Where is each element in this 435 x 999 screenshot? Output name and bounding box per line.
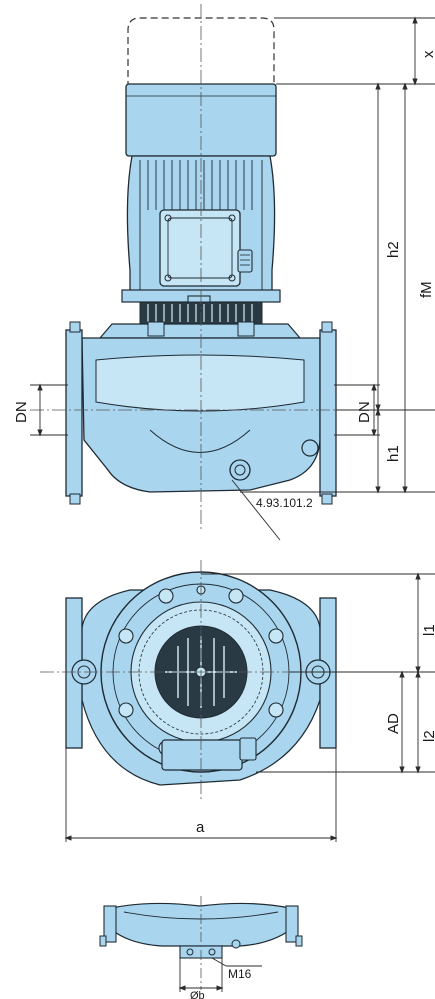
m16-label: M16: [228, 967, 252, 981]
fm-label: fM: [418, 281, 435, 298]
drain-plug: [229, 459, 251, 481]
pump-cover: [98, 323, 302, 339]
h2-label: h2: [385, 241, 402, 258]
ref-code-leader: [231, 479, 281, 541]
dn-right-label: DN: [356, 401, 373, 423]
side-view: DN DN x fM h2 h1 4.93.101.2: [13, 4, 435, 541]
motor-cooling-fins: [139, 160, 263, 290]
h1-label: h1: [385, 445, 402, 462]
top-view: l1 AD l2 a: [40, 560, 435, 842]
dn-left-label: DN: [13, 401, 30, 423]
a-label: a: [196, 819, 205, 836]
x-label: x: [420, 50, 435, 58]
left-flange: [65, 329, 83, 497]
right-flange: [319, 329, 337, 497]
ob-label: Øb: [190, 990, 205, 999]
l1-label: l1: [421, 624, 435, 636]
dn-left-dimension: [30, 383, 68, 437]
ref-code-label: 4.93.101.2: [256, 496, 313, 510]
l2-label: l2: [421, 730, 435, 742]
terminal-box-top: [161, 739, 243, 771]
terminal-box: [159, 209, 241, 287]
cable-gland: [237, 249, 253, 273]
base-detail-view: M16 Øb: [99, 896, 303, 999]
ad-label: AD: [385, 713, 402, 734]
